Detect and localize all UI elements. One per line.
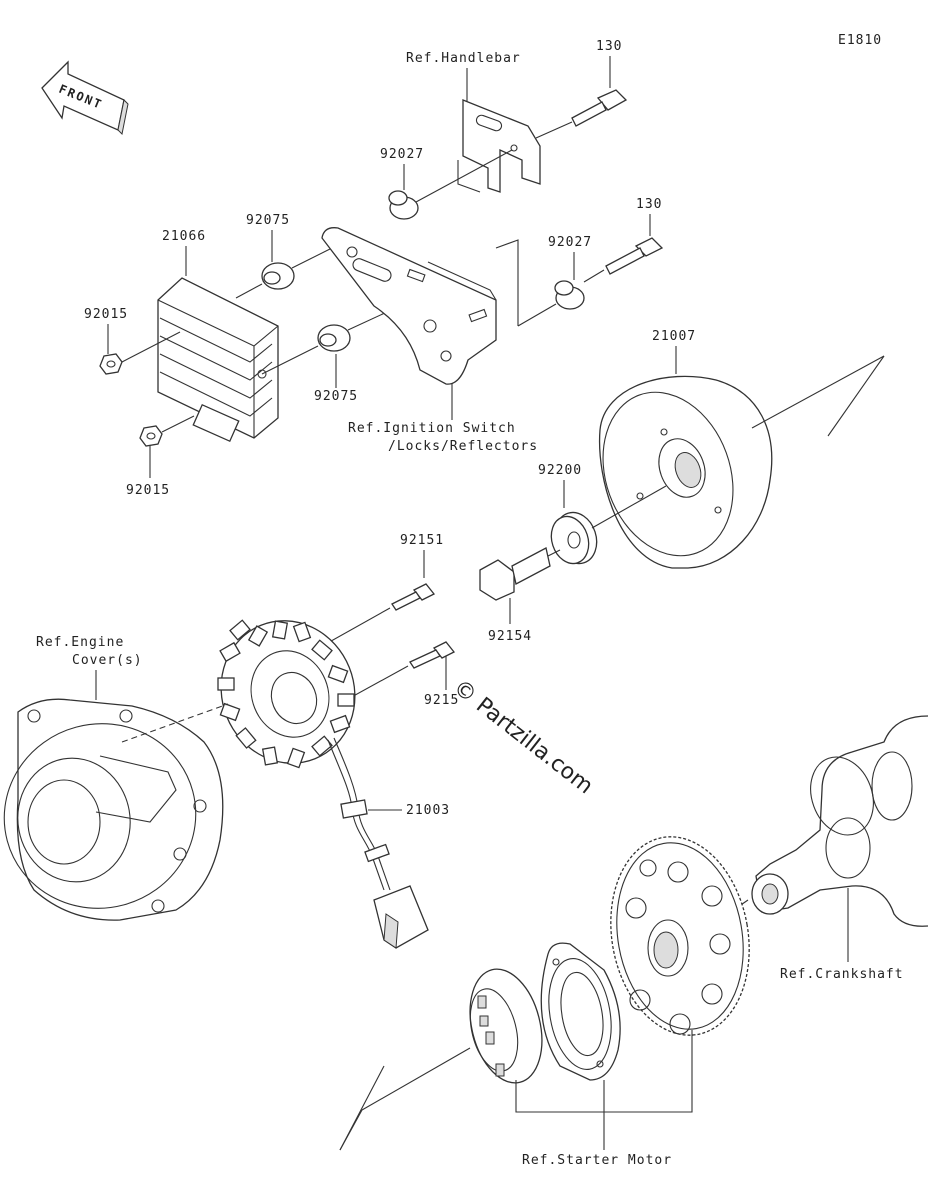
ref-crankshaft-label: Ref.Crankshaft xyxy=(780,967,904,982)
part-number-21066: 21066 xyxy=(162,229,206,244)
part-number-92075-top: 92075 xyxy=(246,213,290,228)
starter-gear xyxy=(610,836,750,1036)
ref-starter-motor-label: Ref.Starter Motor xyxy=(522,1153,672,1168)
part-number-92015-top: 92015 xyxy=(84,307,128,322)
part-number-21007: 21007 xyxy=(652,329,696,344)
stator-21003 xyxy=(217,619,429,949)
part-number-92075-bottom: 92075 xyxy=(314,389,358,404)
collar-92027-top xyxy=(388,190,419,220)
bolt-130-top xyxy=(571,89,628,127)
part-number-92027-mid: 92027 xyxy=(548,235,592,250)
watermark: © Partzilla.com xyxy=(448,675,597,799)
part-number-92151-top: 92151 xyxy=(400,533,444,548)
washer-92200 xyxy=(550,511,598,565)
nut-92015-top xyxy=(99,353,123,375)
crankshaft xyxy=(751,715,928,927)
part-number-130-mid: 130 xyxy=(636,197,662,212)
ref-handlebar-label: Ref.Handlebar xyxy=(406,51,521,66)
grommet-92075-top xyxy=(261,262,295,290)
engine-cover xyxy=(3,698,224,921)
starter-clutch-housing xyxy=(540,942,621,1081)
nut-92015-bottom xyxy=(139,425,163,447)
regulator-rectifier-21066 xyxy=(157,277,279,443)
part-number-130-top: 130 xyxy=(596,39,622,54)
front-arrow-icon: FRONT xyxy=(41,60,129,136)
ref-ignition-label-line1: Ref.Ignition Switch xyxy=(348,421,516,436)
ref-ignition-label-line2: /Locks/Reflectors xyxy=(388,439,538,454)
bolt-92151-mid xyxy=(409,641,456,669)
handlebar-bracket xyxy=(457,99,541,193)
ref-engine-cover-label-line1: Ref.Engine xyxy=(36,635,124,650)
bolt-130-mid xyxy=(605,237,664,275)
flywheel-21007 xyxy=(598,375,773,569)
part-number-21003: 21003 xyxy=(406,803,450,818)
bolt-92151-top xyxy=(391,583,436,611)
one-way-clutch xyxy=(469,968,543,1084)
part-number-92027-top: 92027 xyxy=(380,147,424,162)
part-number-92151-mid: 9215 xyxy=(424,693,459,708)
part-number-92200: 92200 xyxy=(538,463,582,478)
part-number-92015-bottom: 92015 xyxy=(126,483,170,498)
collar-92027-mid xyxy=(554,280,585,310)
diagram-code: E1810 xyxy=(838,33,882,48)
bolt-92154 xyxy=(479,547,551,601)
grommet-92075-bottom xyxy=(317,324,351,352)
ignition-switch-bracket xyxy=(321,227,497,385)
part-number-92154: 92154 xyxy=(488,629,532,644)
ref-engine-cover-label-line2: Cover(s) xyxy=(72,653,143,668)
